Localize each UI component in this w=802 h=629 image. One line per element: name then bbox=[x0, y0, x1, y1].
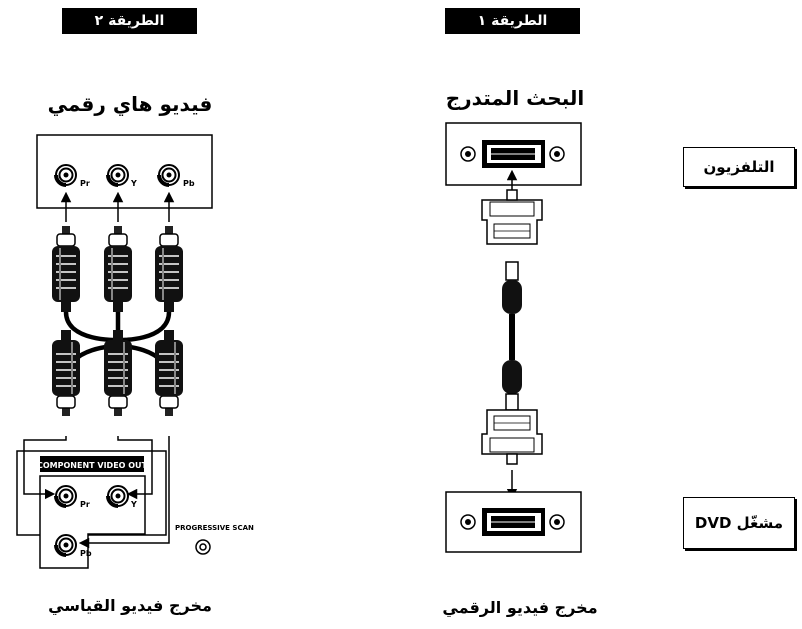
method-2-tag: الطريقة ٢ bbox=[62, 8, 197, 34]
dvd-component-output-panel: COMPONENT VIDEO OUT Pr Y Pb bbox=[16, 450, 167, 569]
tv-jack-pb: Pb bbox=[157, 163, 195, 188]
method-1-footer: مخرج فيديو الرقمي bbox=[442, 598, 598, 617]
progressive-scan-label: PROGRESSIVE SCAN bbox=[175, 524, 254, 532]
tv-dvi-input-panel bbox=[445, 122, 582, 186]
component-video-out-title: COMPONENT VIDEO OUT bbox=[37, 461, 148, 470]
tv-jack-pr-label: Pr bbox=[80, 179, 90, 188]
dvd-jack-pr: Pr bbox=[54, 484, 90, 509]
progressive-scan-jack bbox=[195, 539, 211, 555]
component-cable-bottom-plugs bbox=[51, 329, 184, 417]
dvd-jack-pb-label: Pb bbox=[80, 549, 92, 558]
component-routing-lines bbox=[23, 436, 170, 549]
dvd-label-box: مشغّل DVD bbox=[683, 497, 795, 549]
component-cable-top-plugs bbox=[51, 225, 184, 313]
tv-label-box: التلفزيون bbox=[683, 147, 795, 187]
tv-component-input-panel: Pr Y Pb bbox=[36, 134, 213, 209]
dvd-jack-y-label: Y bbox=[130, 500, 137, 509]
dvd-jack-pb: Pb bbox=[54, 533, 92, 558]
method-1-tag: الطريقة ١ bbox=[445, 8, 580, 34]
method-2-heading: فيديو هاي رقمي bbox=[47, 92, 213, 116]
dvd-jack-y: Y bbox=[106, 484, 137, 509]
method-2-footer: مخرج فيديو القياسي bbox=[48, 596, 212, 615]
dvd-jack-pr-label: Pr bbox=[80, 500, 90, 509]
tv-jack-pr: Pr bbox=[54, 163, 90, 188]
tv-jack-y: Y bbox=[106, 163, 137, 188]
dvd-dvi-output-panel bbox=[445, 491, 582, 553]
method-1-heading: البحث المتدرج bbox=[445, 86, 585, 110]
tv-jack-y-label: Y bbox=[130, 179, 137, 188]
tv-jack-pb-label: Pb bbox=[183, 179, 195, 188]
dvi-cable bbox=[481, 189, 543, 465]
